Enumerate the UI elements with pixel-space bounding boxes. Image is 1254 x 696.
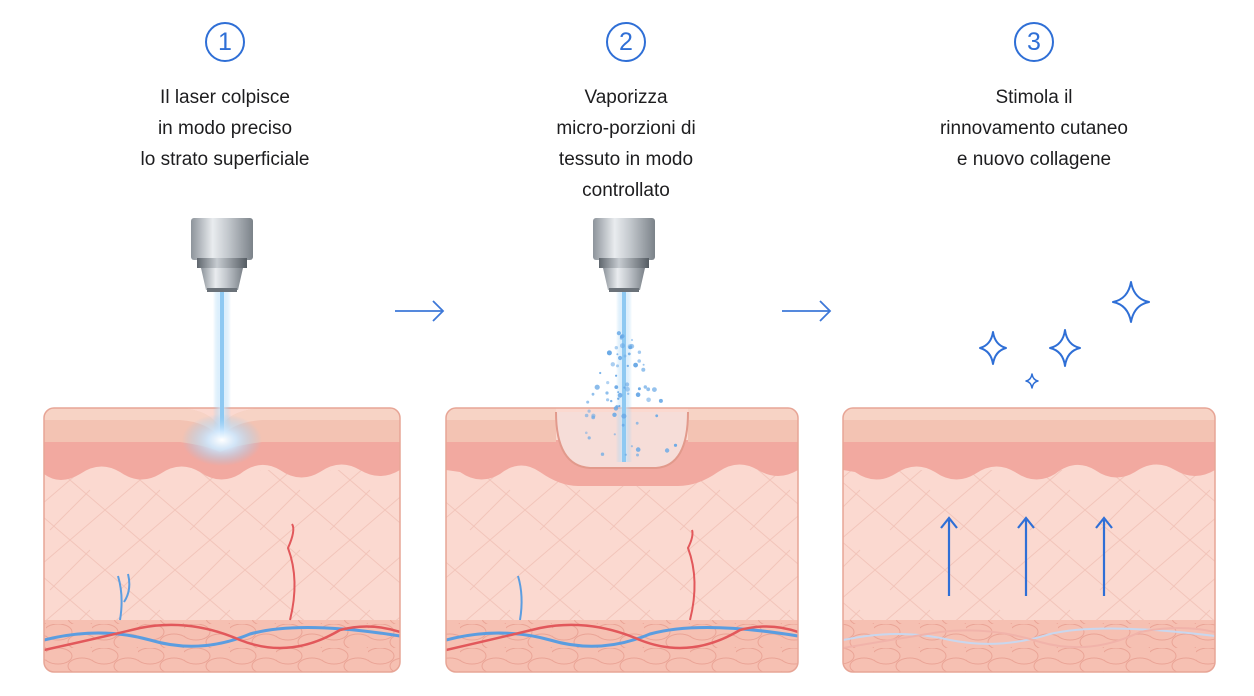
vapor-particle (613, 406, 619, 411)
vapor-particle (618, 355, 623, 361)
vapor-particle (628, 345, 633, 350)
vapor-particle (600, 452, 605, 456)
step-2-caption-line: controllato (582, 180, 670, 201)
vapor-particle (641, 367, 646, 372)
laser-beam-1 (182, 292, 262, 466)
vapor-particle (630, 445, 634, 448)
sparkle-icon (979, 331, 1007, 365)
vapor-particle (606, 398, 610, 402)
step-2-caption: Vaporizza micro-porzioni di tessuto in m… (496, 82, 756, 206)
step-3-caption-line: e nuovo collagene (956, 149, 1112, 170)
vapor-particle (627, 352, 631, 356)
vapor-particle (633, 362, 638, 368)
vapor-particle (591, 413, 596, 418)
vapor-particle (627, 392, 630, 395)
vapor-particle (652, 387, 657, 392)
skin-section-3 (843, 408, 1215, 672)
laser-handpiece-1 (191, 218, 253, 292)
vapor-particle (621, 413, 627, 419)
vapor-particle (605, 391, 609, 395)
vapor-particle (620, 343, 625, 349)
vapor-particle (636, 453, 639, 457)
vapor-particle (635, 421, 639, 425)
vapor-particle (642, 363, 645, 366)
vapor-particle (643, 385, 647, 389)
vapor-particle (655, 414, 659, 418)
vapor-particle (584, 413, 589, 418)
vapor-particle (617, 397, 620, 400)
step-2-caption-line: micro-porzioni di (556, 118, 696, 139)
vapor-particle (585, 431, 588, 435)
step-1-number-badge: 1 (205, 22, 245, 62)
vapor-particle (637, 350, 642, 354)
vapor-particle (673, 443, 678, 447)
vapor-particle (610, 399, 613, 403)
vapor-particle (619, 335, 624, 339)
vapor-particle (586, 400, 590, 404)
step-3-caption-line: Stimola il (995, 87, 1073, 108)
vapor-particle (615, 374, 618, 377)
arrow-up-icon (1017, 516, 1035, 596)
vapor-particle (626, 364, 629, 368)
skin-section-2 (446, 408, 798, 672)
vapor-particle (616, 353, 619, 356)
vapor-particle (616, 364, 619, 368)
vapor-particle (635, 447, 641, 452)
vapor-particle (625, 382, 630, 387)
step-2-caption-line: tessuto in modo (558, 149, 694, 170)
sparkle-icon (1025, 373, 1039, 389)
laser-beam-2 (616, 292, 632, 462)
vapor-particle (591, 392, 595, 396)
vapor-particle (618, 405, 621, 408)
vapor-particle (664, 448, 670, 453)
vapor-particle (599, 371, 602, 375)
vapor-particle (594, 384, 600, 390)
arrow-right-icon (782, 300, 832, 322)
step-2-number-badge: 2 (606, 22, 646, 62)
vapor-particle (646, 397, 651, 403)
vapor-particle (625, 386, 630, 392)
vapor-particle (623, 354, 627, 358)
vapor-particle (623, 386, 626, 389)
step-1-caption-line: in modo preciso (157, 118, 293, 139)
vapor-particle (606, 381, 610, 385)
vapor-particle (613, 433, 616, 436)
vapor-particle (658, 398, 663, 403)
arrow-up-icon (940, 516, 958, 596)
vapor-particle (612, 412, 617, 417)
laser-handpiece-2 (593, 218, 655, 292)
vapor-particle (646, 387, 651, 392)
arrow-right-icon (395, 300, 445, 322)
vapor-particle (617, 391, 620, 394)
vapor-particle (616, 331, 622, 336)
vapor-particle (614, 346, 618, 350)
vapor-particle (621, 423, 625, 427)
arrow-up-icon (1095, 516, 1113, 596)
vapor-particle (637, 359, 641, 363)
vapor-particle (608, 350, 611, 353)
vapor-particle (630, 338, 634, 342)
vapor-particles (584, 331, 678, 457)
step-3-number-badge: 3 (1014, 22, 1054, 62)
vapor-particle (614, 385, 619, 389)
vapor-particle (637, 387, 641, 391)
step-1-caption-line: Il laser colpisce (160, 87, 290, 108)
step-3-caption: Stimola il rinnovamento cutaneo e nuovo … (904, 82, 1164, 175)
vapor-particle (587, 436, 591, 440)
vapor-particle (624, 453, 627, 456)
vapor-particle (617, 392, 623, 398)
sparkle-icon (1112, 281, 1150, 323)
step-3-caption-line: rinnovamento cutaneo (939, 118, 1128, 139)
vapor-particle (587, 409, 591, 413)
step-2-caption-line: Vaporizza (584, 87, 668, 108)
step-1-caption: Il laser colpisce in modo preciso lo str… (95, 82, 355, 175)
vapor-particle (635, 392, 641, 398)
sparkle-icon (1049, 329, 1081, 367)
step-1-caption-line: lo strato superficiale (140, 149, 310, 170)
vapor-particle (610, 362, 615, 367)
